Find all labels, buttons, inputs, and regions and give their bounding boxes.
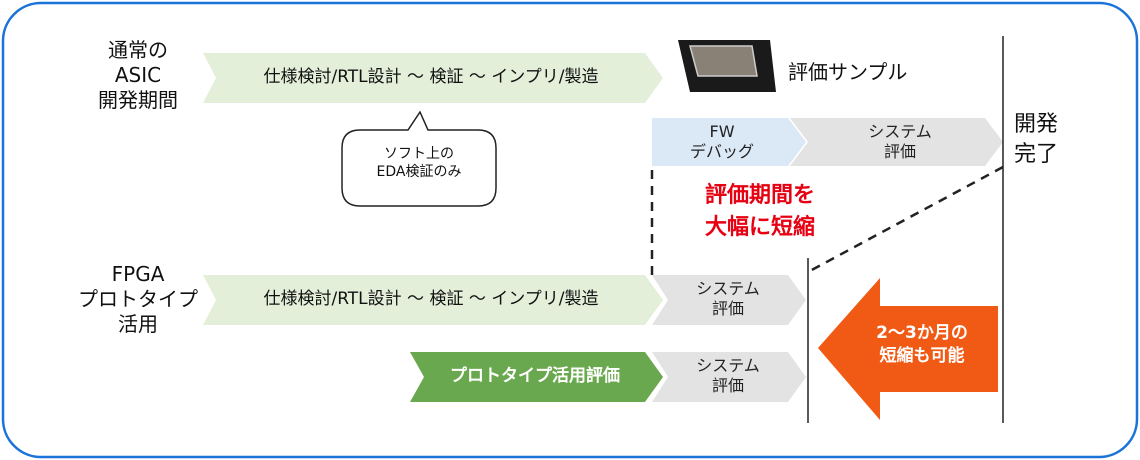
callout-text: ソフト上の EDA検証のみ [344,146,494,181]
system-eval-arrow [790,118,1003,166]
fpga-system-eval-arrow [652,275,806,325]
fpga-label-line-3: 活用 [118,312,158,336]
asic-label-line-1: 通常の [108,38,168,62]
fpga-flow-text: 仕様検討/RTL設計 〜 検証 〜 インプリ/製造 [263,289,599,309]
fpga-row-label: FPGA プロトタイプ 活用 [70,262,206,337]
fpga-label-line-2: プロトタイプ [78,287,198,311]
asic-flow-text: 仕様検討/RTL設計 〜 検証 〜 インプリ/製造 [263,67,599,87]
fw-debug-arrow [652,118,806,166]
chip-label: 評価サンプル [788,60,908,84]
system-eval-line-1: システム [868,122,932,141]
fw-debug-line-2: デバッグ [689,142,754,161]
prototype-system-eval-text: システム 評価 [660,356,796,396]
system-eval-line-2: 評価 [883,142,916,161]
dev-complete-line-1: 開発 [1014,112,1059,137]
fpga-label-line-1: FPGA [111,262,165,286]
dashed-guide-diagonal [807,165,1004,274]
highlight-line-2: 大幅に短縮 [704,214,815,240]
system-eval-text: システム 評価 [810,122,990,162]
asic-label-line-2: ASIC [114,63,162,87]
prototype-eval-arrow [410,352,663,402]
dev-complete-label: 開発 完了 [1014,110,1104,169]
fw-debug-text: FW デバッグ [652,122,792,162]
dev-complete-line-2: 完了 [1014,141,1059,167]
reduction-text: 2〜3か月の 短縮も可能 [852,322,992,368]
prototype-system-eval-arrow [652,352,806,402]
fpga-system-eval-text: システム 評価 [660,279,796,319]
reduction-line-1: 2〜3か月の [876,323,968,343]
fpga-flow-arrow [203,275,663,325]
fpga-system-eval-line-1: システム [696,279,760,298]
fw-debug-line-1: FW [709,122,735,141]
prototype-system-eval-line-2: 評価 [711,376,744,395]
asic-flow-arrow [203,53,663,103]
prototype-system-eval-line-1: システム [696,356,760,375]
reduction-line-2: 短縮も可能 [879,345,965,366]
highlight-text: 評価期間を 大幅に短縮 [680,180,840,244]
fpga-system-eval-line-2: 評価 [711,299,744,318]
callout-line-2: EDA検証のみ [376,163,462,180]
prototype-eval-text: プロトタイプ活用評価 [450,366,620,386]
asic-row-label: 通常の ASIC 開発期間 [88,38,188,113]
reduction-arrow [818,278,998,420]
highlight-line-1: 評価期間を [704,183,815,208]
callout-line-1: ソフト上の [384,146,454,162]
callout-bubble [341,110,497,207]
asic-label-line-3: 開発期間 [98,88,178,112]
chip-icon [678,40,776,92]
